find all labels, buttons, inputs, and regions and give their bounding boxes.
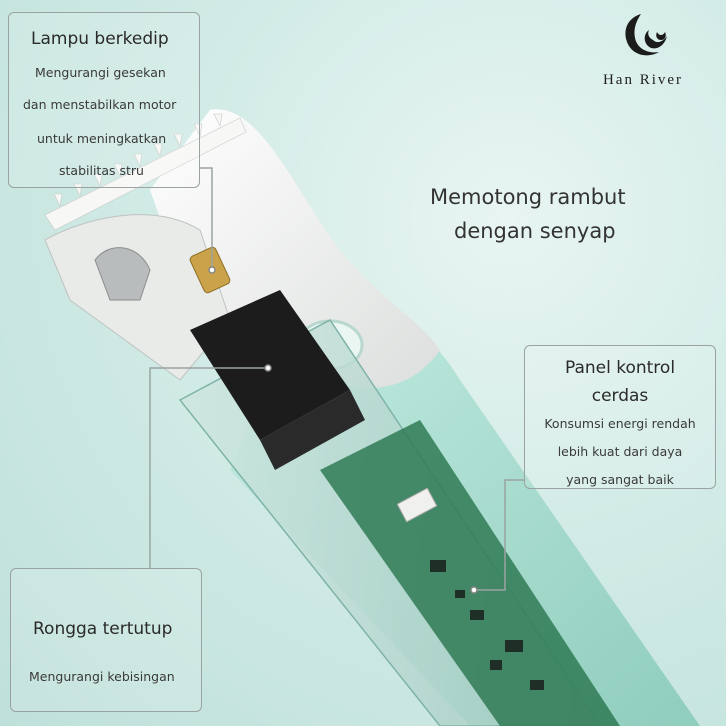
brand-logo: Han River xyxy=(578,10,708,89)
brand-name: Han River xyxy=(602,72,684,88)
headline-line2: dengan senyap xyxy=(454,219,616,243)
callout-title: Lampu berkedip xyxy=(31,29,169,49)
callout-title: Rongga tertutup xyxy=(33,619,173,639)
circuit-board xyxy=(320,420,620,726)
headline: Memotong rambut dengan senyap xyxy=(430,180,626,248)
callout-line: lebih kuat dari daya xyxy=(557,444,683,459)
metal-blade xyxy=(94,247,151,301)
callout-line: Konsumsi energi rendah xyxy=(544,416,696,431)
callout-title: Panel kontrol cerdas xyxy=(525,354,715,410)
callout-blinking-light: Lampu berkedip Mengurangi gesekan dan me… xyxy=(8,12,200,188)
callout-smart-panel: Panel kontrol cerdas Konsumsi energi ren… xyxy=(524,345,716,489)
pcb-components xyxy=(430,560,544,690)
callout-line: Mengurangi kebisingan xyxy=(29,669,175,684)
callout-line: untuk meningkatkan xyxy=(37,131,167,146)
callout-title-line2: cerdas xyxy=(591,386,649,406)
callout-sealed-cavity: Rongga tertutup Mengurangi kebisingan xyxy=(10,568,202,712)
headline-line1: Memotong rambut xyxy=(430,185,626,209)
callout-line: yang sangat baik xyxy=(566,472,674,487)
leader-lines xyxy=(149,167,524,594)
callout-line: dan menstabilkan motor xyxy=(23,97,177,112)
wave-logo-icon xyxy=(625,14,667,56)
connector xyxy=(396,487,438,523)
callout-line: stabilitas stru xyxy=(59,163,144,178)
callout-line: Mengurangi gesekan xyxy=(35,65,166,80)
callout-title-line1: Panel kontrol xyxy=(564,358,676,378)
